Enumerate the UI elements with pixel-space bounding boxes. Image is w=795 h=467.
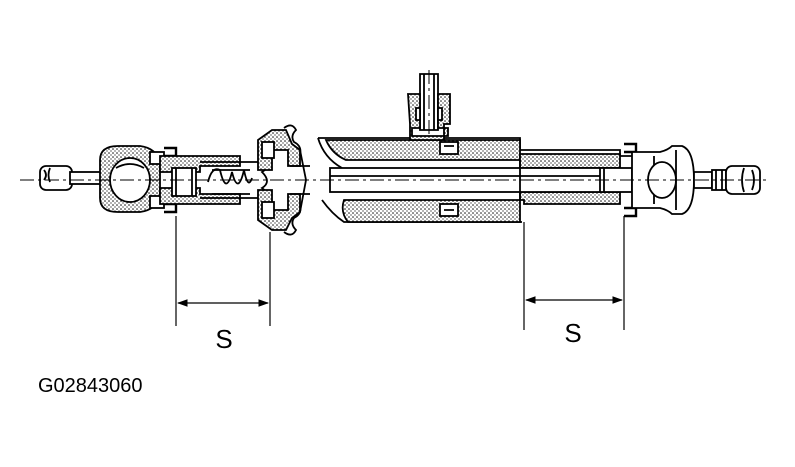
figure-code: G02843060: [38, 375, 143, 397]
dimension-right-label: S: [564, 318, 581, 348]
left-boot-end: [257, 124, 310, 236]
left-rack-housing: [159, 155, 268, 205]
dimension-right: [523, 216, 625, 330]
central-rack-housing: [317, 73, 636, 223]
right-tie-rod: [693, 165, 761, 195]
dimension-left: [175, 216, 271, 326]
dimension-left-label: S: [215, 324, 232, 354]
